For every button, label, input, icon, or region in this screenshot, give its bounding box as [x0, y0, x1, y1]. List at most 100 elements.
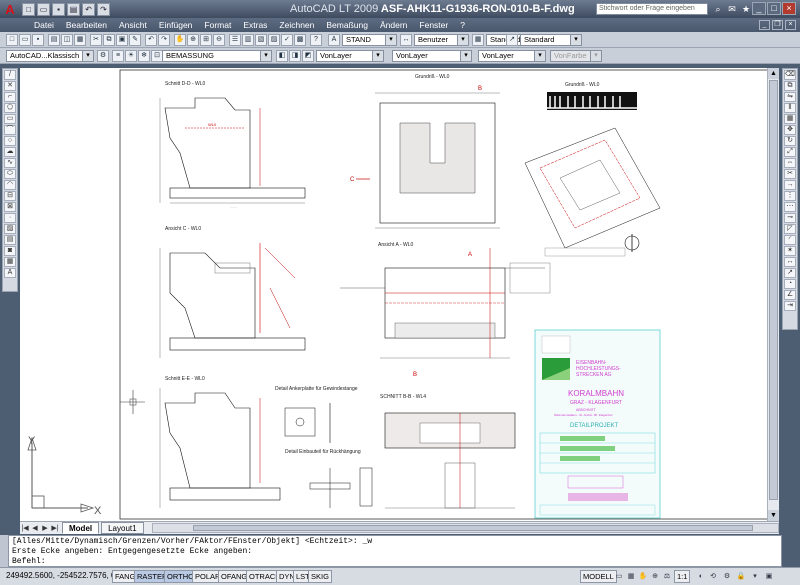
plot-icon[interactable]: ▤: [48, 34, 60, 46]
layer-freeze-icon[interactable]: ❄: [138, 50, 150, 62]
toggle-ofang[interactable]: OFANG: [218, 570, 251, 583]
menu-format[interactable]: Format: [204, 20, 232, 30]
ellipse-icon[interactable]: ⬭: [4, 169, 16, 179]
match-properties-icon[interactable]: ✎: [129, 34, 141, 46]
menu-extras[interactable]: Extras: [243, 20, 268, 30]
break-at-point-icon[interactable]: ⋮: [784, 191, 796, 201]
pan-icon[interactable]: ✋: [174, 34, 186, 46]
menu-bemassung[interactable]: Bemaßung: [326, 20, 368, 30]
design-center-icon[interactable]: ▥: [242, 34, 254, 46]
arc-icon[interactable]: ⌒: [4, 125, 16, 135]
annotation-visibility-icon[interactable]: ◐: [698, 573, 704, 580]
dim-aligned-icon[interactable]: ↗: [784, 268, 796, 278]
new-file-icon[interactable]: □: [22, 2, 35, 16]
region-icon[interactable]: ◙: [4, 246, 16, 256]
properties-icon[interactable]: ☰: [229, 34, 241, 46]
drawing-canvas[interactable]: Schnitt D-D - WL0 WL0 ······· Ansicht C …: [20, 68, 779, 521]
insert-block-icon[interactable]: ⊟: [4, 191, 16, 201]
hatch-icon[interactable]: ▨: [4, 224, 16, 234]
dim-radius-icon[interactable]: ◔: [784, 279, 796, 289]
fillet-icon[interactable]: ◜: [784, 235, 796, 245]
redo-icon[interactable]: ↷: [97, 2, 110, 16]
auto-scale-icon[interactable]: ⟲: [710, 573, 716, 580]
spline-icon[interactable]: ∿: [4, 158, 16, 168]
make-current-layer-icon[interactable]: ◧: [276, 50, 288, 62]
text-style-icon[interactable]: A: [328, 34, 340, 46]
hscroll-thumb[interactable]: [192, 525, 753, 531]
menu-einfuegen[interactable]: Einfügen: [158, 20, 193, 30]
save-icon[interactable]: ▪: [52, 2, 65, 16]
doc-minimize-button[interactable]: _: [759, 20, 770, 30]
multileader-style-select[interactable]: Standard: [520, 34, 582, 46]
favorites-star-icon[interactable]: ★: [741, 4, 751, 14]
status-menu-icon[interactable]: ▾: [753, 573, 757, 580]
move-icon[interactable]: ✥: [784, 125, 796, 135]
sheet-set-icon[interactable]: ▨: [268, 34, 280, 46]
layer-previous-icon[interactable]: ◨: [289, 50, 301, 62]
print-icon[interactable]: ▤: [67, 2, 80, 16]
linetype-select[interactable]: VonLayer: [392, 50, 472, 62]
qnew-icon[interactable]: □: [6, 34, 18, 46]
scroll-up-icon[interactable]: ▲: [768, 68, 779, 79]
paste-icon[interactable]: ▣: [116, 34, 128, 46]
zoom-status-icon[interactable]: ⊕: [652, 573, 658, 580]
lineweight-select[interactable]: VonLayer: [478, 50, 546, 62]
polyline-icon[interactable]: ⌐: [4, 92, 16, 102]
undo-icon[interactable]: ↶: [145, 34, 157, 46]
array-icon[interactable]: ▦: [784, 114, 796, 124]
workspace-switch-icon[interactable]: ⚙: [723, 573, 731, 580]
vertical-scrollbar[interactable]: ▲ ▼: [767, 68, 779, 521]
layer-manager-icon[interactable]: ≡: [112, 50, 124, 62]
clean-screen-icon[interactable]: ▣: [765, 573, 773, 580]
save-icon[interactable]: ▪: [32, 34, 44, 46]
help-icon[interactable]: ?: [310, 34, 322, 46]
line-icon[interactable]: /: [4, 70, 16, 80]
toggle-raster[interactable]: RASTER: [134, 570, 171, 583]
toggle-polar[interactable]: POLAR: [192, 570, 224, 583]
trim-icon[interactable]: ✂: [784, 169, 796, 179]
plot-preview-icon[interactable]: ◫: [61, 34, 73, 46]
menu-ansicht[interactable]: Ansicht: [118, 20, 147, 30]
extend-icon[interactable]: →: [784, 180, 796, 190]
doc-close-button[interactable]: ×: [785, 20, 796, 30]
tab-model[interactable]: Model: [62, 522, 100, 534]
circle-icon[interactable]: ○: [4, 136, 16, 146]
prev-tab-icon[interactable]: ◀: [32, 524, 38, 532]
layer-select[interactable]: BEMASSUNG: [162, 50, 272, 62]
quick-view-drawings-icon[interactable]: ▦: [627, 573, 635, 580]
layer-bulb-icon[interactable]: ☀: [125, 50, 137, 62]
communication-center-icon[interactable]: ✉: [728, 4, 736, 14]
mirror-icon[interactable]: ⇋: [784, 92, 796, 102]
polygon-icon[interactable]: ⬠: [4, 103, 16, 113]
pan-status-icon[interactable]: ✋: [638, 573, 648, 580]
publish-icon[interactable]: ▦: [74, 34, 86, 46]
undo-icon[interactable]: ↶: [82, 2, 95, 16]
copy-icon[interactable]: ⧉: [103, 34, 115, 46]
dim-angular-icon[interactable]: ∠: [784, 290, 796, 300]
stretch-icon[interactable]: ⇔: [784, 158, 796, 168]
text-style-select[interactable]: STAND: [342, 34, 397, 46]
workspace-select[interactable]: AutoCAD...Klassisch: [6, 50, 94, 62]
construction-line-icon[interactable]: ✕: [4, 81, 16, 91]
quick-dim-icon[interactable]: ⇥: [784, 301, 796, 311]
plotstyle-select[interactable]: VonFarbe: [550, 50, 602, 62]
redo-icon[interactable]: ↷: [158, 34, 170, 46]
revision-cloud-icon[interactable]: ☁: [4, 147, 16, 157]
make-block-icon[interactable]: ⊠: [4, 202, 16, 212]
command-window[interactable]: [Alles/Mitte/Dynamisch/Grenzen/Vorher/FA…: [8, 535, 782, 567]
command-prompt[interactable]: Befehl:: [12, 557, 46, 566]
next-tab-icon[interactable]: ▶: [42, 524, 48, 532]
table-style-icon[interactable]: ▦: [472, 34, 484, 46]
quick-view-layouts-icon[interactable]: ▭: [615, 573, 623, 580]
tool-palettes-icon[interactable]: ▧: [255, 34, 267, 46]
workspace-settings-icon[interactable]: ⚙: [97, 50, 109, 62]
erase-icon[interactable]: ⌫: [784, 70, 796, 80]
scale-icon[interactable]: ⤢: [784, 147, 796, 157]
doc-restore-button[interactable]: ❐: [772, 20, 783, 30]
annotation-scale-icon[interactable]: ⚖: [663, 573, 671, 580]
markup-icon[interactable]: ✓: [281, 34, 293, 46]
multileader-style-icon[interactable]: ↗: [506, 34, 518, 46]
first-tab-icon[interactable]: |◀: [21, 524, 29, 532]
menu-help[interactable]: ?: [460, 20, 465, 30]
toggle-otrack[interactable]: OTRACK: [246, 570, 284, 583]
